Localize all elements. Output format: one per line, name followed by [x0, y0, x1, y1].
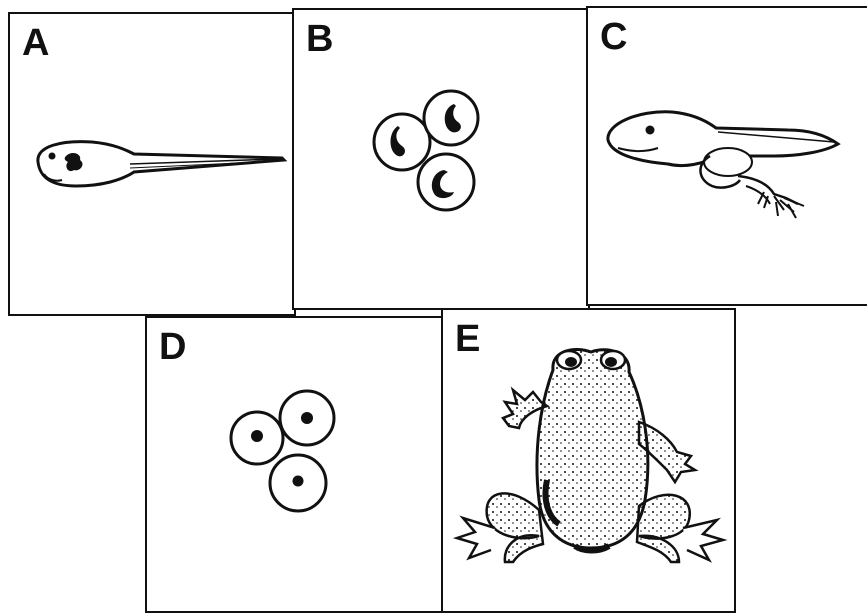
tadpole-with-legs-illustration	[588, 8, 867, 308]
tadpole-illustration	[10, 14, 298, 318]
panel-c: C	[586, 6, 867, 306]
panel-a: A	[8, 12, 296, 316]
developing-eggs-illustration	[294, 10, 592, 312]
panel-e: E	[441, 308, 736, 613]
panel-b: B	[292, 8, 590, 310]
panel-d: D	[145, 316, 445, 613]
adult-frog-illustration	[443, 310, 738, 615]
eggs-illustration	[147, 318, 447, 615]
